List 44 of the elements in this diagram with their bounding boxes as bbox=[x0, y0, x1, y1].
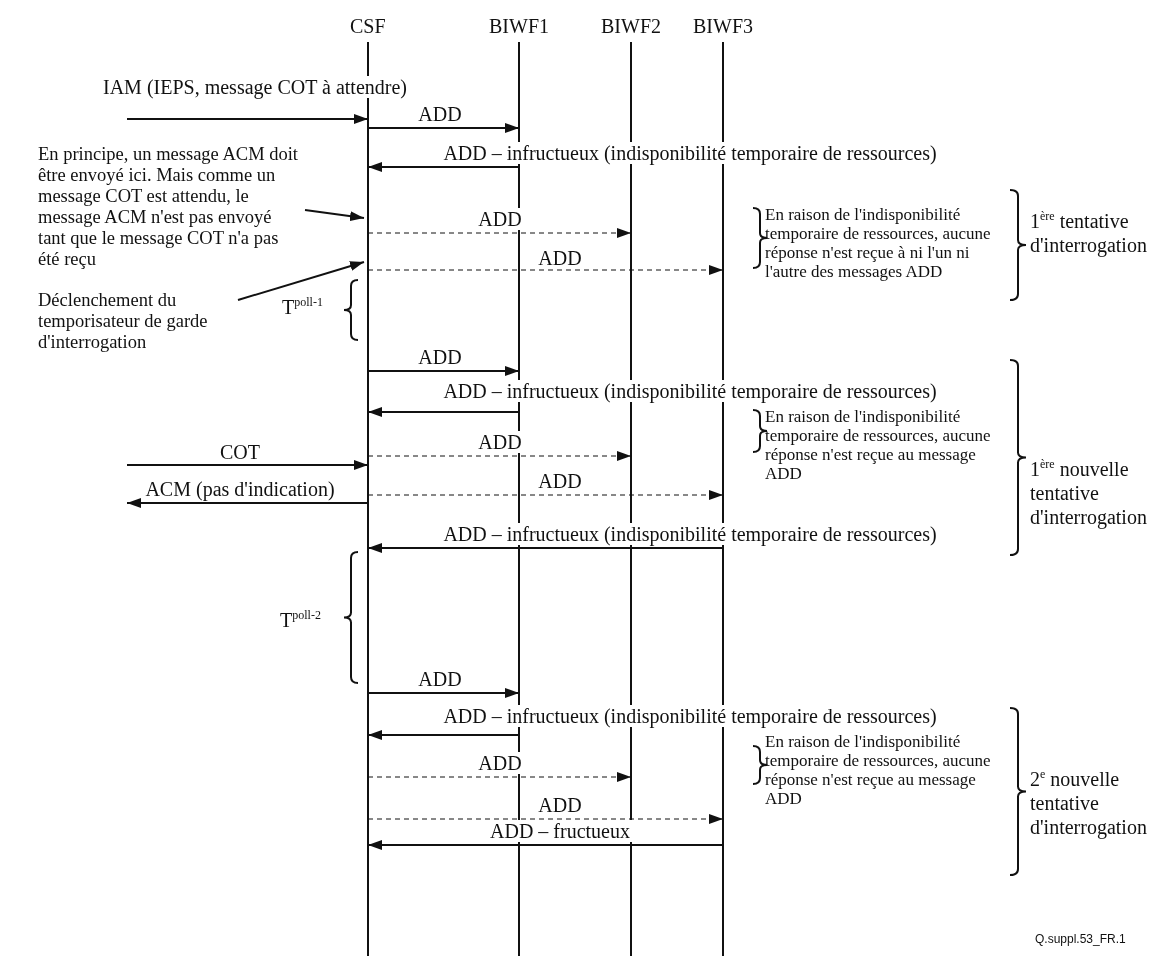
leader-line bbox=[126, 114, 369, 124]
message-arrow bbox=[367, 407, 520, 417]
edge-label: IAM (IEPS, message COT à attendre) bbox=[101, 76, 409, 98]
note-text: Déclenchement du temporisateur de garde d'interrogation bbox=[38, 290, 238, 353]
participant-name: BIWF1 bbox=[489, 14, 549, 38]
message-arrow bbox=[367, 543, 724, 553]
message-arrow bbox=[126, 498, 369, 508]
participant-name: BIWF2 bbox=[601, 14, 661, 38]
message-arrow bbox=[367, 772, 632, 782]
message-arrow bbox=[367, 162, 520, 172]
timer-label: T$^{poll-2}$ bbox=[280, 607, 322, 632]
note-text: En principe, un message ACM doit être envoyé ici. Mais comme un message COT est attendu, le message ACM n'est pas envoyé tant que le message COT n'a pas été reçu bbox=[38, 144, 303, 270]
group-label: 2$^{e}$ nouvelle tentative d'interrogation bbox=[1030, 766, 1148, 839]
figure-reference: Q.suppl.53_FR.1 bbox=[1035, 932, 1127, 946]
edge-label: ADD – fructueux bbox=[488, 820, 632, 842]
message-arrow bbox=[367, 688, 520, 698]
note-text: En raison de l'indisponibilité temporaire de ressources, aucune réponse n'est reçue à ni l'un ni l'autre des messages ADD bbox=[765, 205, 992, 281]
edge-label: ADD – infructueux (indisponibilité temporaire de ressources) bbox=[441, 380, 939, 402]
participant-name: CSF bbox=[350, 14, 386, 38]
note-text: En raison de l'indisponibilité temporaire de ressources, aucune réponse n'est reçue au message ADD bbox=[765, 732, 992, 808]
message-arrow bbox=[367, 265, 724, 275]
edge-label: ADD bbox=[476, 208, 524, 230]
timer-label: T$^{poll-1}$ bbox=[282, 294, 324, 319]
group-label: 1$^{ère}$ nouvelle tentative d'interrogation bbox=[1030, 456, 1148, 529]
message-arrow bbox=[367, 490, 724, 500]
leader-line bbox=[237, 261, 365, 301]
participant-name: BIWF3 bbox=[693, 14, 753, 38]
message-arrow bbox=[367, 814, 724, 824]
edge-label: ADD – infructueux (indisponibilité temporaire de ressources) bbox=[441, 705, 939, 727]
message-arrow bbox=[367, 730, 520, 740]
leader-line bbox=[126, 460, 369, 470]
edge-label: ACM (pas d'indication) bbox=[143, 478, 337, 500]
edge-label: ADD bbox=[476, 752, 524, 774]
note-text: En raison de l'indisponibilité temporaire de ressources, aucune réponse n'est reçue au message ADD bbox=[765, 407, 992, 483]
leader-line bbox=[304, 209, 365, 222]
edge-label: ADD bbox=[476, 431, 524, 453]
message-arrow bbox=[367, 366, 520, 376]
message-arrow bbox=[367, 228, 632, 238]
edge-label: ADD – infructueux (indisponibilité temporaire de ressources) bbox=[441, 142, 939, 164]
edge-label: ADD – infructueux (indisponibilité temporaire de ressources) bbox=[441, 523, 939, 545]
message-arrow bbox=[367, 451, 632, 461]
group-label: 1$^{ère}$ tentative d'interrogation bbox=[1030, 208, 1148, 257]
message-arrow bbox=[367, 840, 724, 850]
message-arrow bbox=[367, 123, 520, 133]
